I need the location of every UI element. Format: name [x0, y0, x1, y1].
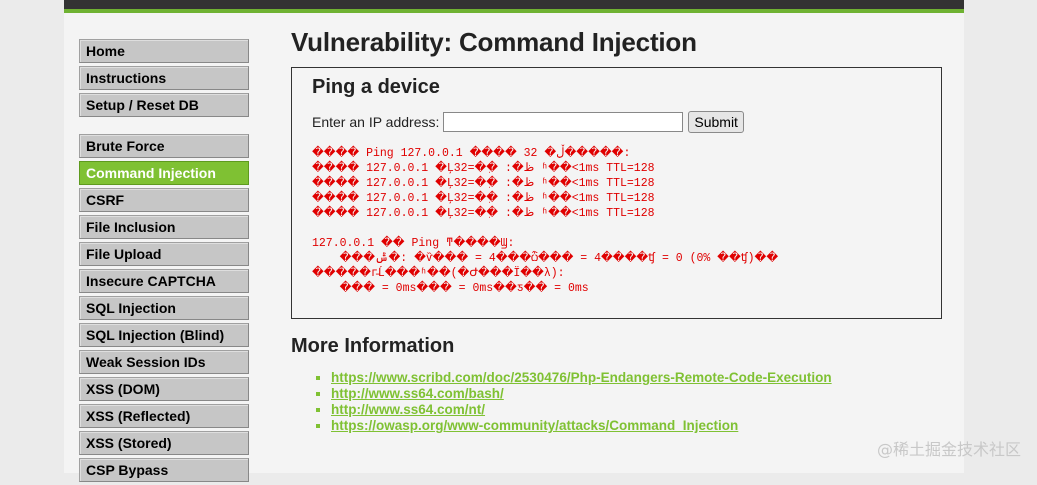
sidebar-item-csp-bypass[interactable]: CSP Bypass: [79, 458, 249, 482]
sidebar-item-xss-reflected[interactable]: XSS (Reflected): [79, 404, 249, 428]
sidebar-item-file-inclusion[interactable]: File Inclusion: [79, 215, 249, 239]
sidebar-item-sql-injection-blind[interactable]: SQL Injection (Blind): [79, 323, 249, 347]
output-line: �����г̵Ĺ���ʱ��(�Ժ���Ϊ��λ):: [312, 267, 565, 280]
reference-link[interactable]: http://www.ss64.com/nt/: [331, 402, 486, 417]
sidebar-item-xss-stored[interactable]: XSS (Stored): [79, 431, 249, 455]
reference-link[interactable]: https://owasp.org/www-community/attacks/…: [331, 418, 739, 433]
header-accent-line: [64, 9, 964, 13]
list-item: https://www.scribd.com/doc/2530476/Php-E…: [331, 370, 832, 386]
sidebar-item-brute-force[interactable]: Brute Force: [79, 134, 249, 158]
form-title: Ping a device: [312, 76, 440, 98]
output-line: ��� = 0ms��� = 0ms��ƽ�� = 0ms: [312, 282, 589, 295]
submit-button[interactable]: Submit: [688, 111, 744, 133]
ip-label: Enter an IP address:: [312, 114, 440, 130]
sidebar-item-weak-session-ids[interactable]: Weak Session IDs: [79, 350, 249, 374]
output-line: ���� 127.0.0.1 �Ļظ�: �ֽ�=32 ʱ��<1ms TTL=…: [312, 162, 655, 175]
sidebar-item-insecure-captcha[interactable]: Insecure CAPTCHA: [79, 269, 249, 293]
list-item: https://owasp.org/www-community/attacks/…: [331, 418, 832, 434]
ip-input[interactable]: [443, 112, 684, 132]
main-content: Vulnerability: Command Injection Ping a …: [291, 27, 951, 433]
vulnerable-code-area: Ping a device Enter an IP address: Submi…: [291, 67, 942, 319]
output-line: ���ݰ�: �ѷ��� = 4���ѽ��� = 4����ʧ = 0 (0%…: [312, 252, 779, 265]
sidebar-item-setup-reset-db[interactable]: Setup / Reset DB: [79, 93, 249, 117]
header-bar: [64, 0, 964, 9]
output-line: [312, 221, 778, 236]
ping-form: Enter an IP address: Submit: [312, 111, 744, 133]
sidebar-item-instructions[interactable]: Instructions: [79, 66, 249, 90]
command-output: ���� Ping 127.0.0.1 ���� 32 �ֽڵ�����: ���…: [312, 146, 778, 296]
sidebar-item-sql-injection[interactable]: SQL Injection: [79, 296, 249, 320]
more-information-title: More Information: [291, 335, 455, 357]
list-item: http://www.ss64.com/nt/: [331, 402, 832, 418]
sidebar-item-file-upload[interactable]: File Upload: [79, 242, 249, 266]
sidebar-item-csrf[interactable]: CSRF: [79, 188, 249, 212]
sidebar-item-command-injection[interactable]: Command Injection: [79, 161, 249, 185]
output-line: ���� 127.0.0.1 �Ļظ�: �ֽ�=32 ʱ��<1ms TTL=…: [312, 207, 655, 220]
output-line: ���� 127.0.0.1 �Ļظ�: �ֽ�=32 ʱ��<1ms TTL=…: [312, 192, 655, 205]
output-line: ���� 127.0.0.1 �Ļظ�: �ֽ�=32 ʱ��<1ms TTL=…: [312, 177, 655, 190]
output-line: 127.0.0.1 �� Ping ͳ����Ϣ:: [312, 237, 515, 250]
output-line: ���� Ping 127.0.0.1 ���� 32 �ֽڵ�����:: [312, 147, 631, 160]
page-title: Vulnerability: Command Injection: [291, 27, 697, 57]
sidebar-item-home[interactable]: Home: [79, 39, 249, 63]
list-item: http://www.ss64.com/bash/: [331, 386, 832, 402]
reference-link[interactable]: https://www.scribd.com/doc/2530476/Php-E…: [331, 370, 832, 385]
reference-link[interactable]: http://www.ss64.com/bash/: [331, 386, 504, 401]
watermark: @稀土掘金技术社区: [876, 440, 1021, 459]
sidebar-item-xss-dom[interactable]: XSS (DOM): [79, 377, 249, 401]
more-information-links: https://www.scribd.com/doc/2530476/Php-E…: [315, 370, 832, 434]
